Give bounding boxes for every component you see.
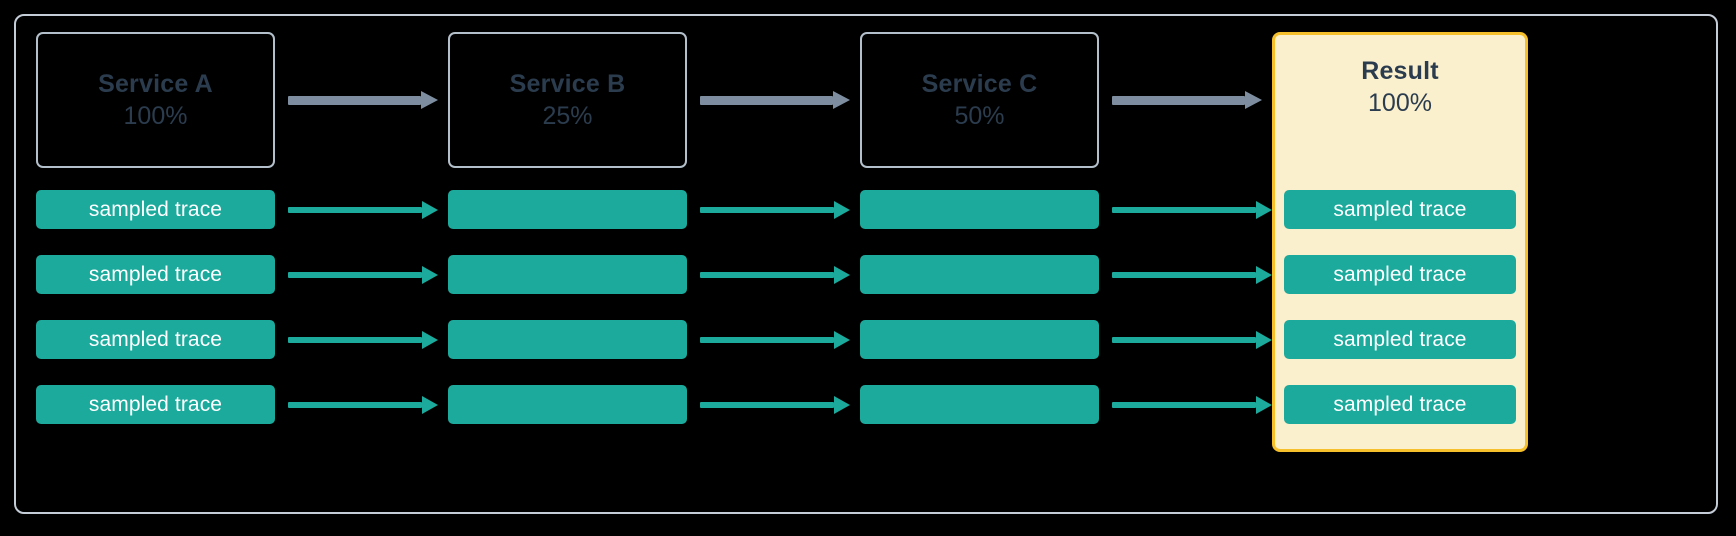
arrow-head-icon <box>833 91 850 109</box>
trace-arrow-row3-seg2 <box>700 331 850 349</box>
arrow-shaft <box>1112 272 1256 278</box>
trace-bar-service-c-row2[interactable] <box>860 255 1099 294</box>
trace-arrow-row2-seg2 <box>700 266 850 284</box>
arrow-shaft <box>1112 96 1245 105</box>
arrow-shaft <box>288 402 422 408</box>
node-box-service-a[interactable]: Service A 100% <box>36 32 275 168</box>
arrow-head-icon <box>1256 396 1272 414</box>
arrow-shaft <box>288 96 421 105</box>
trace-bar-service-b-row1[interactable] <box>448 190 687 229</box>
arrow-head-icon <box>1256 266 1272 284</box>
trace-arrow-row3-seg3 <box>1112 331 1272 349</box>
node-percent: 50% <box>954 102 1005 130</box>
trace-bar-label: sampled trace <box>88 392 223 416</box>
arrow-shaft <box>288 337 422 343</box>
trace-bar-service-b-row3[interactable] <box>448 320 687 359</box>
trace-arrow-row4-seg1 <box>288 396 438 414</box>
arrow-shaft <box>700 402 834 408</box>
trace-bar-label: sampled trace <box>1333 392 1467 416</box>
arrow-shaft <box>700 207 834 213</box>
trace-bar-result-row3[interactable]: sampled trace <box>1284 320 1516 359</box>
arrow-shaft <box>288 207 422 213</box>
arrow-head-icon <box>834 331 850 349</box>
arrow-shaft <box>288 272 422 278</box>
trace-arrow-row4-seg2 <box>700 396 850 414</box>
node-percent: 100% <box>123 102 188 130</box>
arrow-head-icon <box>1256 201 1272 219</box>
flow-arrow-service-c-to-result <box>1112 91 1262 109</box>
trace-bar-service-a-row1[interactable]: sampled trace <box>36 190 275 229</box>
trace-bar-label: sampled trace <box>1333 262 1467 286</box>
trace-bar-label: sampled trace <box>1333 327 1467 351</box>
trace-arrow-row1-seg2 <box>700 201 850 219</box>
arrow-head-icon <box>422 396 438 414</box>
arrow-shaft <box>700 272 834 278</box>
arrow-shaft <box>700 96 833 105</box>
trace-bar-service-c-row4[interactable] <box>860 385 1099 424</box>
node-title: Service B <box>509 70 626 98</box>
result-header: Result 100% <box>1275 57 1525 117</box>
node-title: Result <box>1361 57 1439 85</box>
node-box-result[interactable]: Result 100% <box>1272 32 1528 452</box>
trace-bar-label: sampled trace <box>88 327 223 351</box>
arrow-shaft <box>1112 402 1256 408</box>
arrow-head-icon <box>421 91 438 109</box>
trace-arrow-row4-seg3 <box>1112 396 1272 414</box>
trace-bar-service-a-row3[interactable]: sampled trace <box>36 320 275 359</box>
trace-arrow-row3-seg1 <box>288 331 438 349</box>
arrow-shaft <box>700 337 834 343</box>
trace-bar-service-b-row2[interactable] <box>448 255 687 294</box>
trace-bar-service-b-row4[interactable] <box>448 385 687 424</box>
arrow-head-icon <box>422 266 438 284</box>
trace-bar-label: sampled trace <box>88 262 223 286</box>
flow-arrow-service-a-to-service-b <box>288 91 438 109</box>
trace-bar-label: sampled trace <box>1333 197 1467 221</box>
node-box-service-b[interactable]: Service B 25% <box>448 32 687 168</box>
node-percent: 25% <box>542 102 593 130</box>
arrow-head-icon <box>834 396 850 414</box>
trace-bar-service-c-row1[interactable] <box>860 190 1099 229</box>
node-percent: 100% <box>1368 89 1432 117</box>
arrow-head-icon <box>422 201 438 219</box>
arrow-head-icon <box>1245 91 1262 109</box>
trace-arrow-row1-seg1 <box>288 201 438 219</box>
trace-bar-service-a-row4[interactable]: sampled trace <box>36 385 275 424</box>
trace-bar-result-row2[interactable]: sampled trace <box>1284 255 1516 294</box>
trace-arrow-row1-seg3 <box>1112 201 1272 219</box>
node-title: Service A <box>98 70 213 98</box>
arrow-shaft <box>1112 207 1256 213</box>
node-box-service-c[interactable]: Service C 50% <box>860 32 1099 168</box>
trace-arrow-row2-seg3 <box>1112 266 1272 284</box>
trace-bar-service-c-row3[interactable] <box>860 320 1099 359</box>
trace-bar-result-row4[interactable]: sampled trace <box>1284 385 1516 424</box>
trace-arrow-row2-seg1 <box>288 266 438 284</box>
trace-bar-label: sampled trace <box>88 197 223 221</box>
node-title: Service C <box>921 70 1038 98</box>
arrow-head-icon <box>422 331 438 349</box>
trace-bar-result-row1[interactable]: sampled trace <box>1284 190 1516 229</box>
trace-bar-service-a-row2[interactable]: sampled trace <box>36 255 275 294</box>
arrow-head-icon <box>1256 331 1272 349</box>
arrow-head-icon <box>834 201 850 219</box>
flow-arrow-service-b-to-service-c <box>700 91 850 109</box>
arrow-shaft <box>1112 337 1256 343</box>
arrow-head-icon <box>834 266 850 284</box>
